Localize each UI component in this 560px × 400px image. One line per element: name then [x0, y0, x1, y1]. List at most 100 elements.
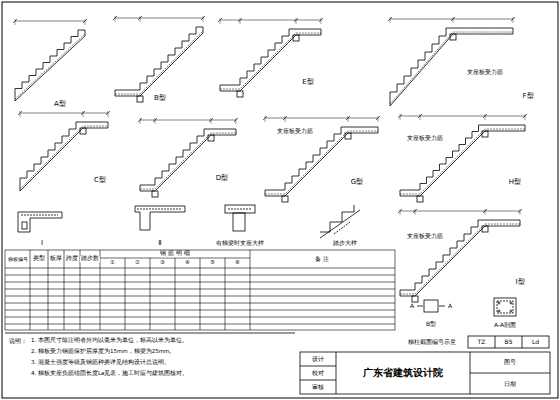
- table-rule: [5, 317, 395, 318]
- drawing-label: A: [447, 303, 453, 309]
- drawing-label: ⑤: [209, 260, 216, 266]
- stair-outline: [390, 28, 513, 100]
- stair-soffit: [390, 34, 513, 106]
- stair-soffit: [140, 135, 236, 191]
- extension-line: [108, 111, 109, 117]
- table-rule: [125, 258, 126, 330]
- drawing-line: [236, 129, 237, 135]
- support-beam: [237, 91, 243, 97]
- drawing-line: [115, 90, 116, 96]
- table-rule: [100, 250, 101, 330]
- drawing-label: 类型: [32, 256, 46, 262]
- rebar-line: [15, 34, 85, 99]
- support-beam: [450, 34, 456, 40]
- dimension-line: [400, 211, 520, 212]
- extension-line: [140, 118, 141, 124]
- extension-line: [415, 209, 416, 215]
- drawing-label: A型: [53, 101, 67, 108]
- drawing-label: ①: [109, 260, 116, 266]
- drawing-label: 1. 本图尺寸除注明者外均以毫米为单位，标高以米为单位。: [30, 338, 189, 344]
- drawing-line: [513, 28, 514, 34]
- rebar-line: [220, 33, 321, 89]
- table-rule: [5, 282, 395, 283]
- extension-line: [348, 116, 349, 122]
- drawing-line: [378, 127, 379, 133]
- drawing-label: E型: [301, 79, 314, 86]
- stair-outline: [140, 129, 236, 185]
- extension-line: [140, 16, 141, 22]
- stair-soffit: [115, 33, 203, 96]
- drawing-label: 4. 梯板支座负筋锚固长度La见表，施工时应与建筑图核对。: [30, 371, 189, 377]
- drawing-label: D型: [215, 175, 229, 182]
- extension-line: [211, 118, 212, 124]
- drawing-label: ⑥: [234, 260, 241, 266]
- dimension-line: [400, 116, 525, 117]
- drawing-label: 图号: [503, 359, 517, 365]
- drawing-label: 支座板受力筋: [406, 233, 444, 239]
- drawing-label: 说明：: [8, 338, 28, 344]
- stair-outline: [115, 27, 203, 90]
- drawing-label: 支座板受力筋: [466, 69, 504, 75]
- drawing-label: 广东省建筑设计院: [362, 368, 444, 378]
- drawing-label: ②: [134, 260, 141, 266]
- support-beam: [80, 128, 86, 134]
- drawing-line: [525, 125, 526, 131]
- drawing-line: [203, 27, 204, 33]
- extension-line: [513, 17, 514, 23]
- stair-soffit: [15, 36, 85, 101]
- drawing-line: [85, 30, 86, 36]
- drawing-label: 有梯梁时支座大样: [215, 240, 265, 246]
- support-beam: [137, 96, 143, 102]
- drawing-line: [220, 85, 221, 91]
- drawing-label: 踏步数: [80, 256, 100, 262]
- support-beam: [152, 191, 158, 197]
- support-beam: [412, 296, 418, 302]
- extension-line: [236, 118, 237, 124]
- drawing-label: B5: [504, 339, 514, 345]
- stair-outline: [265, 127, 378, 190]
- support-beam: [293, 35, 299, 41]
- drawing-line: [20, 185, 21, 191]
- drawing-label: 审核: [311, 384, 325, 390]
- stair-outline: [15, 30, 85, 95]
- drawing-label: 校对: [311, 370, 325, 376]
- drawing-label: Ld: [531, 339, 540, 345]
- extension-line: [115, 16, 116, 22]
- drawing-line: [400, 290, 401, 296]
- drawing-label: A: [409, 303, 415, 309]
- drawing-line: [140, 185, 141, 191]
- rebar-line: [265, 131, 378, 194]
- stair-outline: [220, 29, 321, 85]
- drawing-label: G型: [350, 179, 364, 186]
- rebar-line: [390, 32, 513, 104]
- dimension-line: [15, 21, 85, 22]
- table-rule: [80, 250, 81, 330]
- drawing-label: 日期: [503, 381, 517, 387]
- drawing-line: [108, 122, 109, 128]
- drawing-label: TZ: [477, 339, 487, 345]
- table-rule: [5, 275, 395, 276]
- extension-line: [285, 116, 286, 122]
- drawing-label: Ⅰ: [40, 240, 44, 247]
- drawing-label: 钢 筋 明 细: [159, 251, 190, 257]
- dimension-line: [390, 19, 513, 20]
- support-beam: [208, 135, 214, 141]
- stair-outline: [400, 220, 520, 290]
- table-frame: [5, 250, 395, 330]
- drawing-line: [400, 190, 401, 196]
- stair-soffit: [265, 133, 378, 196]
- extension-line: [485, 209, 486, 215]
- extension-line: [485, 114, 486, 120]
- drawing-label: Ⅱ: [157, 240, 162, 247]
- extension-line: [83, 111, 84, 117]
- drawing-label: 梯柱截面编号示意: [407, 339, 457, 345]
- extension-line: [20, 111, 21, 117]
- rebar-line: [20, 126, 108, 189]
- drawing-label: 支座板受力筋: [276, 128, 314, 134]
- drawing-label: B型: [153, 95, 167, 102]
- table-rule: [250, 250, 251, 330]
- drawing-line: [390, 100, 391, 106]
- extension-line: [240, 18, 241, 24]
- extension-line: [15, 19, 16, 25]
